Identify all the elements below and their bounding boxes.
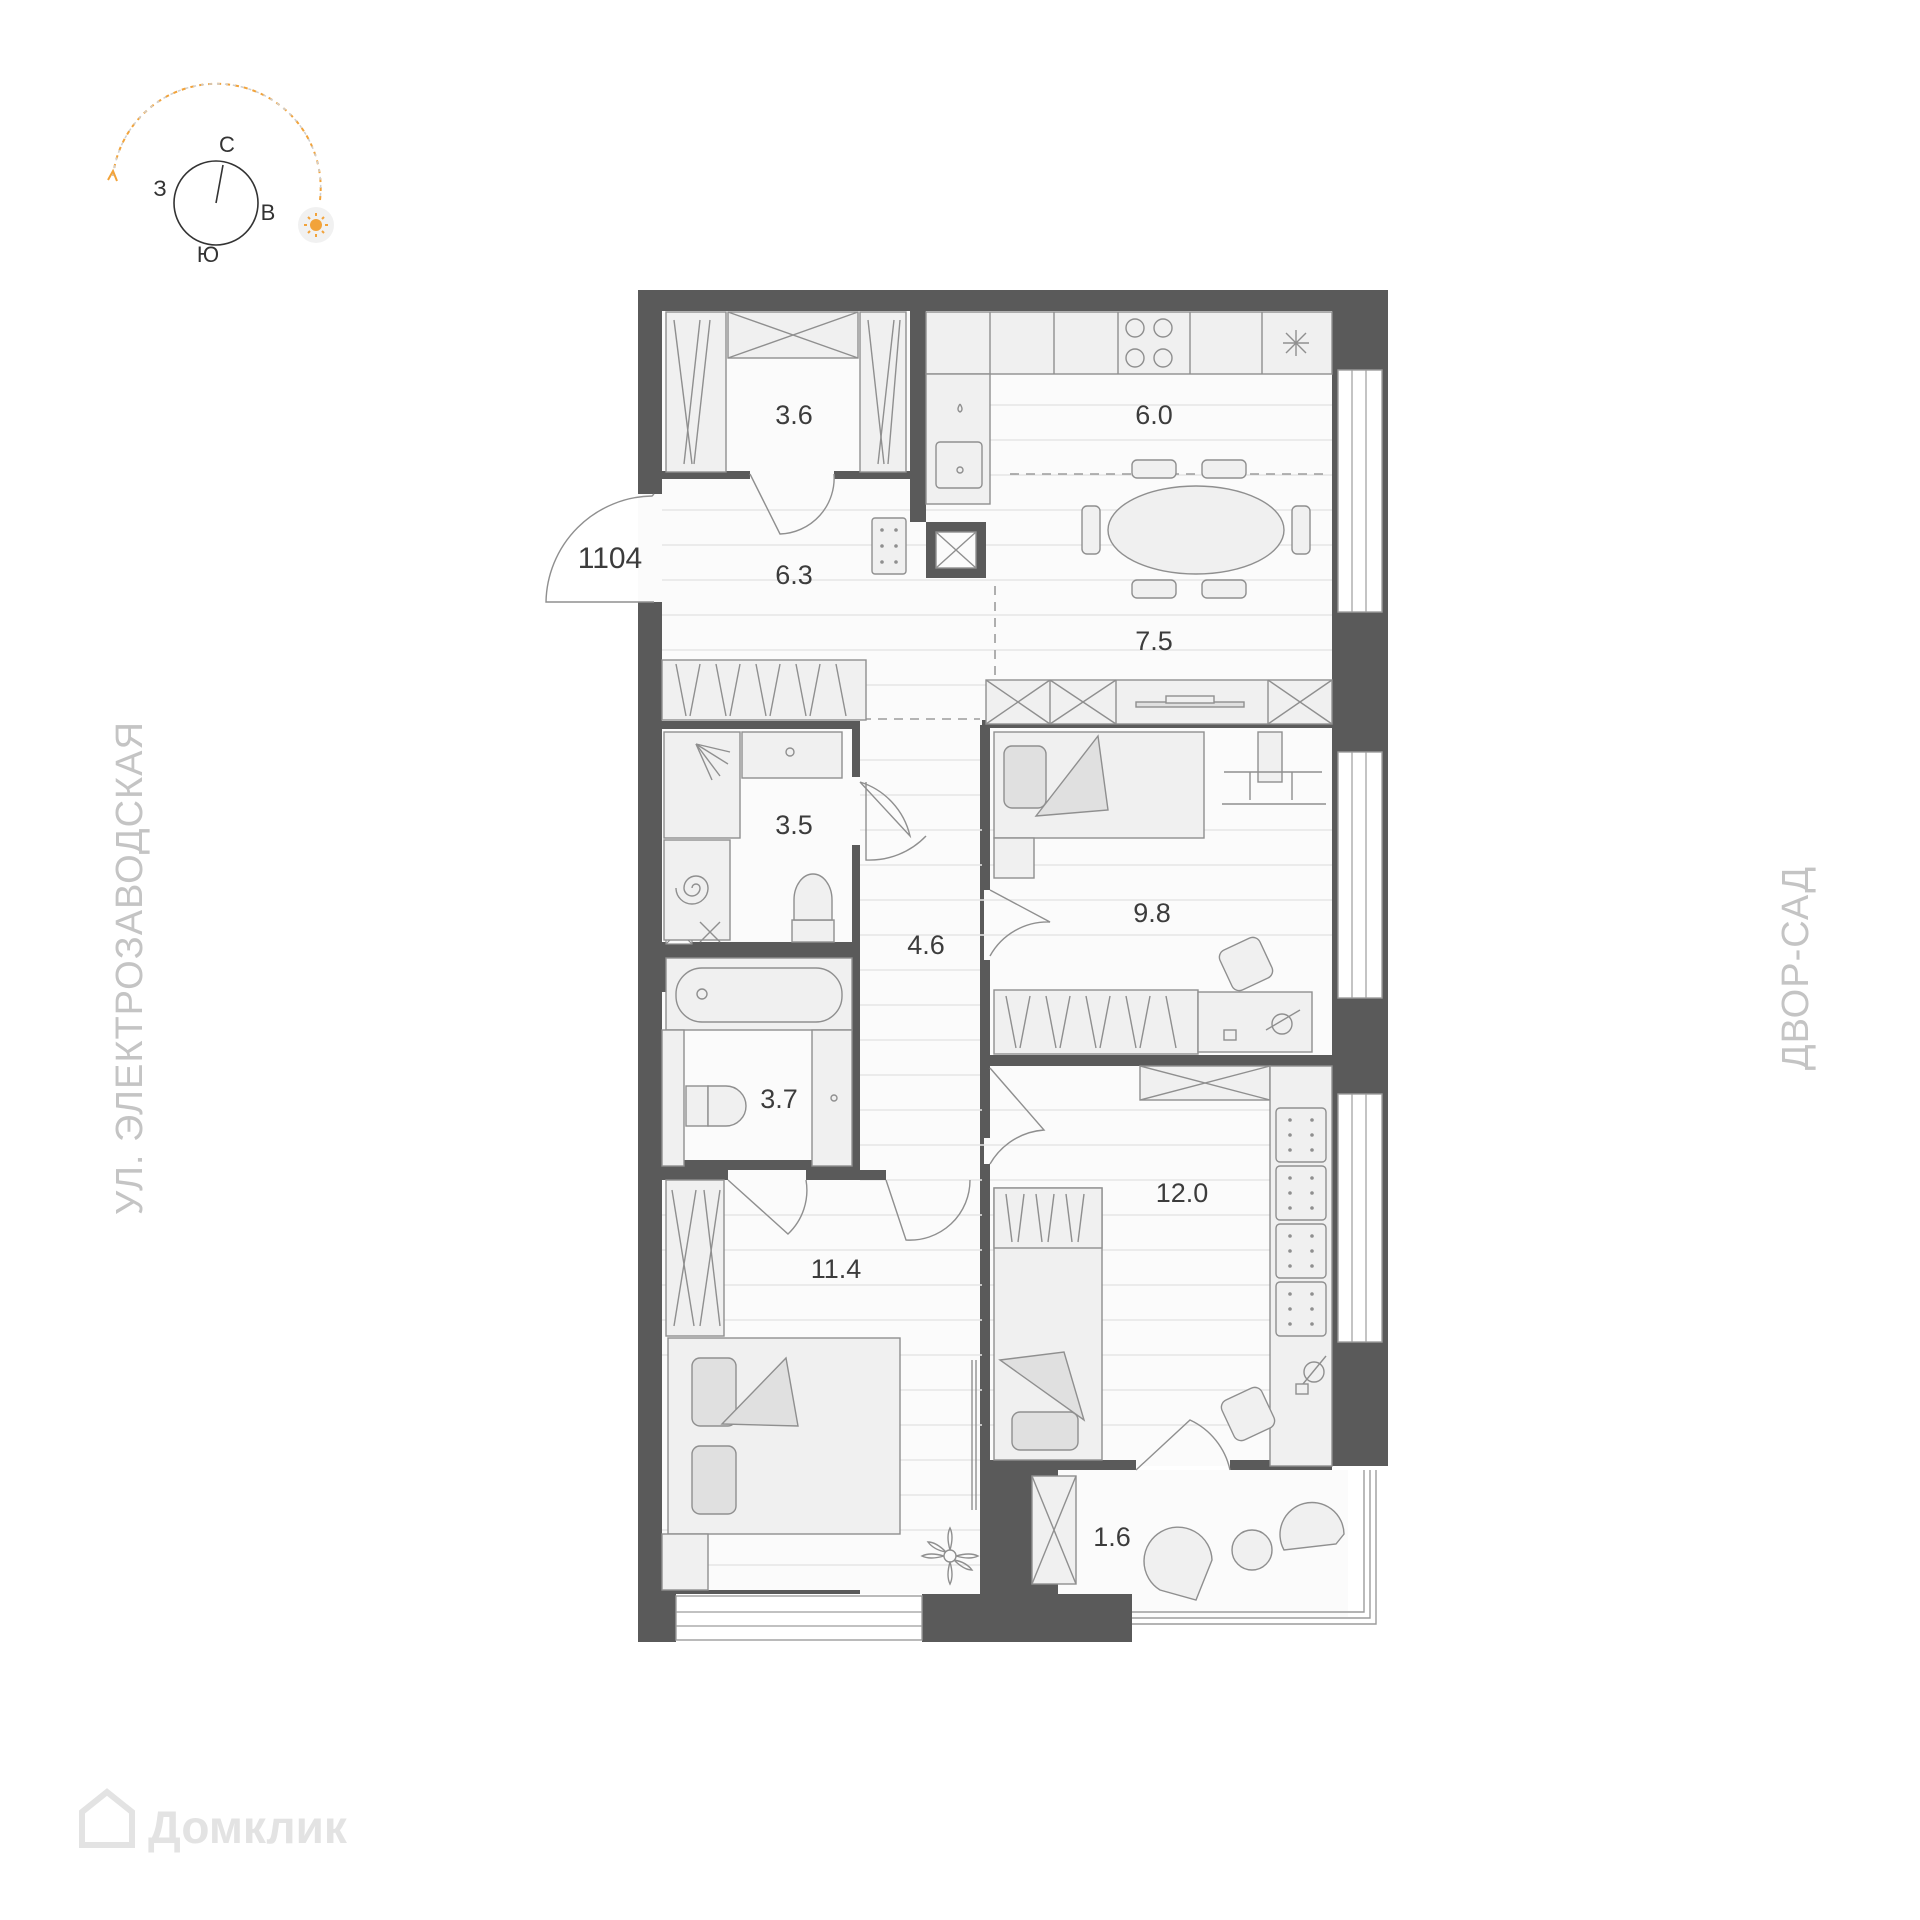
room-area-kitchen: 6.0 — [1135, 400, 1173, 430]
street-label-west: УЛ. ЭЛЕКТРОЗАВОДСКАЯ — [109, 721, 151, 1215]
room-area-living: 7.5 — [1135, 626, 1173, 656]
compass-north-label: С — [219, 132, 235, 157]
room-area-bedroom-1: 9.8 — [1133, 898, 1171, 928]
windows — [675, 369, 1383, 1641]
compass-west-label: З — [153, 176, 166, 201]
room-area-balcony: 1.6 — [1093, 1522, 1131, 1552]
furniture — [661, 311, 1345, 1601]
compass-south-label: Ю — [197, 242, 219, 267]
apartment-number: 1104 — [578, 542, 643, 575]
room-area-bedroom-3: 11.4 — [811, 1254, 862, 1284]
room-area-wardrobe: 3.6 — [775, 400, 813, 430]
compass-east-label: В — [261, 200, 276, 225]
room-area-hall: 6.3 — [775, 560, 813, 590]
plant-icon — [920, 1526, 980, 1586]
room-area-bedroom-2: 12.0 — [1156, 1178, 1209, 1208]
doors — [545, 473, 1231, 1471]
street-label-east: ДВОР-САД — [1775, 866, 1817, 1070]
room-area-bathroom-1: 3.5 — [775, 810, 813, 840]
room-area-corridor: 4.6 — [907, 930, 945, 960]
compass: С З В Ю — [107, 82, 334, 267]
house-logo-icon — [79, 1788, 135, 1848]
watermark: Домклик — [79, 1788, 348, 1853]
sun-icon — [298, 207, 334, 243]
room-area-bathroom-2: 3.7 — [760, 1084, 798, 1114]
watermark-text: Домклик — [148, 1801, 348, 1853]
room-labels: 3.6 6.0 6.3 7.5 3.5 4.6 9.8 3.7 12.0 11.… — [760, 400, 1208, 1552]
